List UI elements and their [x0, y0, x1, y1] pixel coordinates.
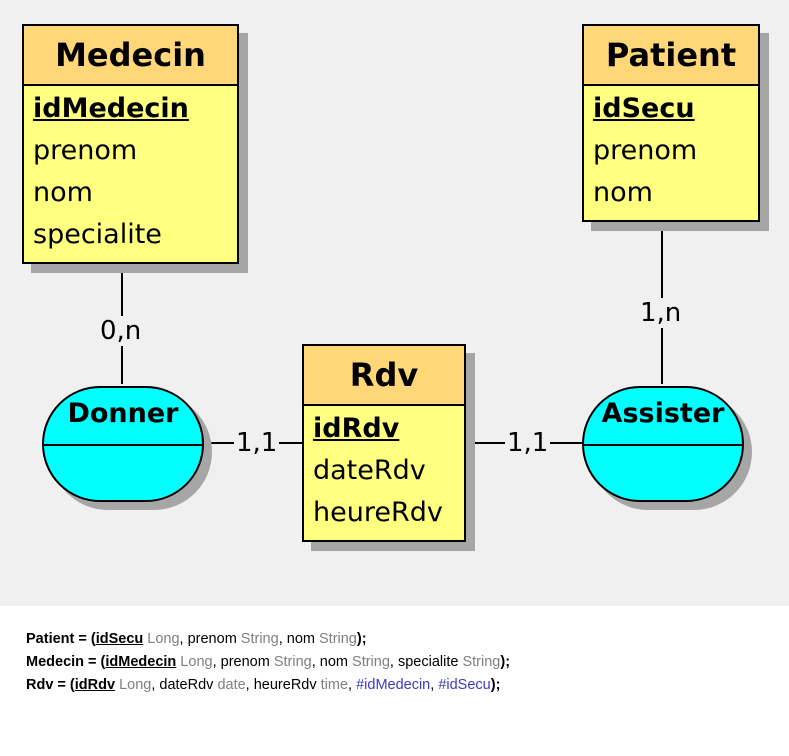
association-assister: Assister — [582, 386, 744, 502]
relational-schema: Patient = (idSecu Long, prenom String, n… — [26, 628, 510, 697]
entity-rdv-attr: heureRdv — [313, 497, 443, 528]
cardinality-assister-rdv: 1,1 — [505, 428, 551, 458]
association-assister-label: Assister — [601, 398, 725, 429]
schema-relation-rdv: Rdv = (idRdv Long, dateRdv date, heureRd… — [26, 677, 501, 693]
entity-patient-attr: nom — [593, 177, 653, 208]
entity-medecin-attr: specialite — [33, 219, 162, 250]
primary-key: idSecu — [95, 631, 144, 647]
entity-medecin-title: Medecin — [24, 26, 237, 86]
schema-relation-medecin: Medecin = (idMedecin Long, prenom String… — [26, 654, 511, 670]
primary-key: idMedecin — [105, 654, 177, 670]
association-donner: Donner — [42, 386, 204, 502]
cardinality-medecin-donner: 0,n — [98, 316, 144, 346]
entity-rdv: Rdv idRdv dateRdv heureRdv — [302, 344, 466, 542]
schema-relation-patient: Patient = (idSecu Long, prenom String, n… — [26, 631, 367, 647]
entity-rdv-key: idRdv — [313, 413, 400, 444]
entity-rdv-title: Rdv — [304, 346, 464, 406]
association-donner-label: Donner — [67, 398, 179, 429]
entity-patient-title: Patient — [584, 26, 758, 86]
entity-medecin-attr: nom — [33, 177, 93, 208]
entity-patient: Patient idSecu prenom nom — [582, 24, 760, 222]
association-divider — [44, 444, 202, 446]
association-divider — [584, 444, 742, 446]
entity-patient-key: idSecu — [593, 93, 695, 124]
foreign-key: #idMedecin — [356, 677, 431, 693]
primary-key: idRdv — [74, 677, 116, 693]
entity-medecin-attr: prenom — [33, 135, 138, 166]
cardinality-donner-rdv: 1,1 — [234, 428, 280, 458]
entity-patient-attr: prenom — [593, 135, 698, 166]
mcd-diagram: 0,n 1,n 1,1 1,1 Medecin idMedecin prenom… — [0, 0, 789, 606]
entity-rdv-attr: dateRdv — [313, 455, 426, 486]
cardinality-patient-assister: 1,n — [638, 298, 684, 328]
entity-medecin: Medecin idMedecin prenom nom specialite — [22, 24, 239, 264]
foreign-key: #idSecu — [438, 677, 491, 693]
entity-medecin-key: idMedecin — [33, 93, 189, 124]
